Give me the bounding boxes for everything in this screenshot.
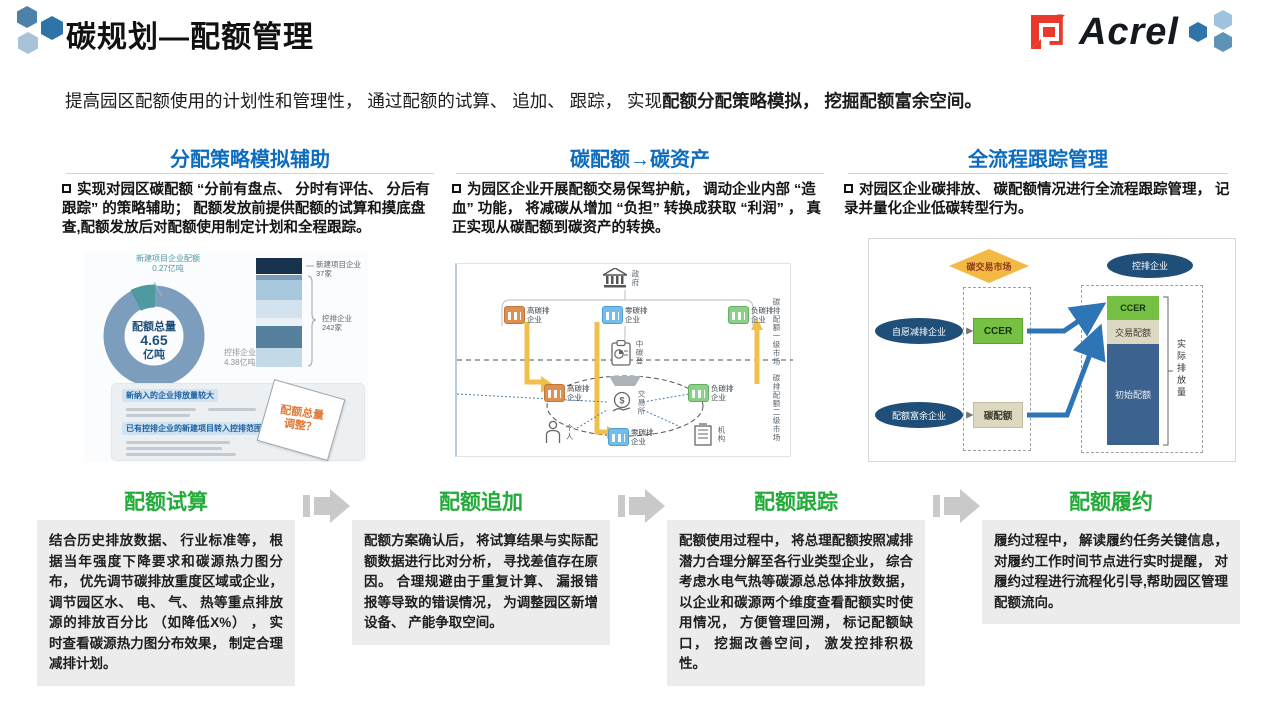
step-arrow-icon bbox=[303, 489, 350, 523]
divider bbox=[456, 173, 824, 174]
exchange-label: 交易所 bbox=[637, 390, 646, 416]
divider bbox=[848, 173, 1228, 174]
logo-hexagons-icon bbox=[1189, 10, 1232, 52]
exchange-dollar-icon: $ bbox=[612, 391, 631, 412]
bullet-asset-text: 为园区企业开展配额交易保驾护航， 调动企业内部 “造血” 功能， 将减碳从增加 … bbox=[452, 182, 821, 237]
bullet-allocation: 实现对园区碳配额 “分前有盘点、 分时有评估、 分后有跟踪” 的策略辅助； 配额… bbox=[62, 181, 440, 238]
intro-normal: 提高园区配额使用的计划性和管理性， 通过配额的试算、 追加、 跟踪， 实现 bbox=[65, 91, 662, 111]
high-carbon-node: 高碳排企业 bbox=[505, 306, 550, 324]
ccer-box: CCER bbox=[973, 318, 1023, 344]
process-title-fulfill: 配额履约 bbox=[1069, 491, 1153, 514]
bullet-tracking: 对园区企业碳排放、 碳配额情况进行全流程跟踪管理， 记录并量化企业低碳转型行为。 bbox=[844, 181, 1234, 219]
zero-carbon-node: 零碳排企业 bbox=[603, 306, 648, 324]
government-icon bbox=[603, 268, 627, 288]
hexagon-cluster-icon bbox=[17, 6, 63, 54]
flow-arrows bbox=[949, 249, 1173, 446]
high-carbon-node-2: 高碳排企业 bbox=[545, 384, 590, 402]
square-bullet-icon bbox=[844, 184, 853, 193]
square-bullet-icon bbox=[452, 184, 461, 193]
registry-label: 中碳登 bbox=[635, 340, 644, 366]
person-node: 个人 bbox=[545, 420, 575, 444]
market-diamond-label: 碳交易市场 bbox=[966, 261, 1012, 272]
svg-text:配额总量: 配额总量 bbox=[132, 319, 176, 333]
bullet-asset: 为园区企业开展配额交易保驾护航， 调动企业内部 “造血” 功能， 将减碳从增加 … bbox=[452, 181, 830, 238]
divider bbox=[66, 173, 434, 174]
agency-building-icon bbox=[694, 423, 712, 446]
note-panel: 新纳入的企业排放量较大 已有控排企业的新建项目转入控排范围 配额总量调整？ bbox=[112, 379, 364, 461]
ccer-flow-figure: 碳交易市场 控排企业 自愿减排企业 配额富余企业 CCER 碳配额 CCER 交… bbox=[868, 238, 1236, 462]
column-title-asset: 碳配额→碳资产 bbox=[570, 149, 710, 171]
process-box-append: 配额方案确认后， 将试算结果与实际配额数据进行比对分析， 寻找差值存在原因。 合… bbox=[352, 520, 610, 645]
step-arrow-icon bbox=[933, 489, 980, 523]
bar-ccer-segment: CCER bbox=[1107, 296, 1159, 320]
negative-carbon-chart-icon bbox=[729, 307, 748, 323]
primary-market-label: 碳排配额一级市场 bbox=[772, 298, 781, 366]
process-title-trial: 配额试算 bbox=[124, 491, 208, 514]
page-title: 碳规划—配额管理 bbox=[66, 21, 314, 54]
agency-node: 机构 bbox=[693, 422, 727, 446]
process-box-fulfill: 履约过程中， 解读履约任务关键信息， 对履约工作时间节点进行实时提醒， 对履约过… bbox=[982, 520, 1240, 625]
bullet-allocation-text: 实现对园区碳配额 “分前有盘点、 分时有评估、 分后有跟踪” 的策略辅助； 配额… bbox=[62, 182, 430, 237]
quota-stacked-bar-chart bbox=[256, 258, 317, 367]
svg-text:$: $ bbox=[619, 395, 624, 405]
column-title-tracking: 全流程跟踪管理 bbox=[968, 149, 1108, 171]
negative-carbon-chart-icon bbox=[689, 385, 708, 401]
svg-text:亿吨: 亿吨 bbox=[143, 347, 165, 361]
intro-paragraph: 提高园区配额使用的计划性和管理性， 通过配额的试算、 追加、 跟踪， 实现配额分… bbox=[65, 88, 1205, 113]
secondary-market-label: 碳排配额二级市场 bbox=[772, 374, 781, 442]
negative-carbon-node-2: 负碳排企业 bbox=[689, 384, 734, 402]
surplus-quota-ellipse: 配额富余企业 bbox=[875, 402, 963, 428]
high-carbon-chart-icon bbox=[505, 307, 524, 323]
bar-initial-segment: 初始配额 bbox=[1107, 344, 1159, 445]
voluntary-reduction-ellipse: 自愿减排企业 bbox=[875, 318, 963, 344]
exchange-node: $ 交易所 bbox=[611, 390, 647, 416]
zero-carbon-node-2: 零碳排企业 bbox=[609, 428, 654, 446]
person-icon bbox=[545, 420, 561, 443]
step-arrow-icon bbox=[618, 489, 665, 523]
square-bullet-icon bbox=[62, 184, 71, 193]
acrel-logo-text: Acrel bbox=[1078, 10, 1179, 53]
registry-node: 中碳登 bbox=[611, 340, 645, 366]
carbon-market-figure: 政府 高碳排企业 零碳排企业 负碳排企业 中碳登 高碳排企业 负碳排企业 $ bbox=[455, 263, 793, 457]
process-title-append: 配额追加 bbox=[439, 491, 523, 514]
registry-clipboard-icon bbox=[611, 340, 631, 366]
bar-trade-segment: 交易配额 bbox=[1107, 320, 1159, 344]
actual-emission-label: 实际排放量 bbox=[1176, 339, 1186, 399]
quota-donut-chart: 配额总量 4.65 亿吨 bbox=[102, 281, 206, 388]
quota-adjust-text: 配额总量调整？ bbox=[279, 404, 325, 435]
enterprise-dashed-box bbox=[1081, 285, 1203, 453]
process-box-track: 配额使用过程中， 将总理配额按照减排潜力合理分解至各行业类型企业， 综合考虑水电… bbox=[667, 520, 925, 686]
negative-carbon-node: 负碳排企业 bbox=[729, 306, 774, 324]
process-title-track: 配额跟踪 bbox=[754, 491, 838, 514]
bullet-tracking-text: 对园区企业碳排放、 碳配额情况进行全流程跟踪管理， 记录并量化企业低碳转型行为。 bbox=[844, 182, 1230, 218]
svg-text:4.65: 4.65 bbox=[140, 332, 167, 348]
high-carbon-chart-icon bbox=[545, 385, 564, 401]
zero-carbon-chart-icon bbox=[609, 429, 628, 445]
quota-adjust-paper: 配额总量调整？ bbox=[256, 379, 346, 461]
market-dashed-box bbox=[963, 287, 1031, 451]
acrel-logo: Acrel bbox=[1027, 8, 1239, 56]
acrel-logo-mark-icon bbox=[1030, 14, 1065, 49]
controlled-enterprise-ellipse: 控排企业 bbox=[1107, 253, 1193, 278]
note-header-1: 新纳入的企业排放量较大 bbox=[122, 389, 218, 402]
agency-label: 机构 bbox=[717, 425, 726, 443]
carbon-quota-box: 碳配额 bbox=[973, 402, 1023, 428]
zero-carbon-chart-icon bbox=[603, 307, 622, 323]
person-label: 个人 bbox=[565, 423, 574, 441]
column-title-allocation: 分配策略模拟辅助 bbox=[170, 149, 330, 171]
government-label: 政府 bbox=[631, 270, 640, 287]
government-node: 政府 bbox=[603, 268, 641, 289]
note-header-2: 已有控排企业的新建项目转入控排范围 bbox=[122, 422, 266, 435]
intro-bold: 配额分配策略模拟， 挖掘配额富余空间。 bbox=[661, 91, 982, 111]
process-box-trial: 结合历史排放数据、 行业标准等， 根据当年强度下降要求和碳源热力图分布， 优先调… bbox=[37, 520, 295, 686]
